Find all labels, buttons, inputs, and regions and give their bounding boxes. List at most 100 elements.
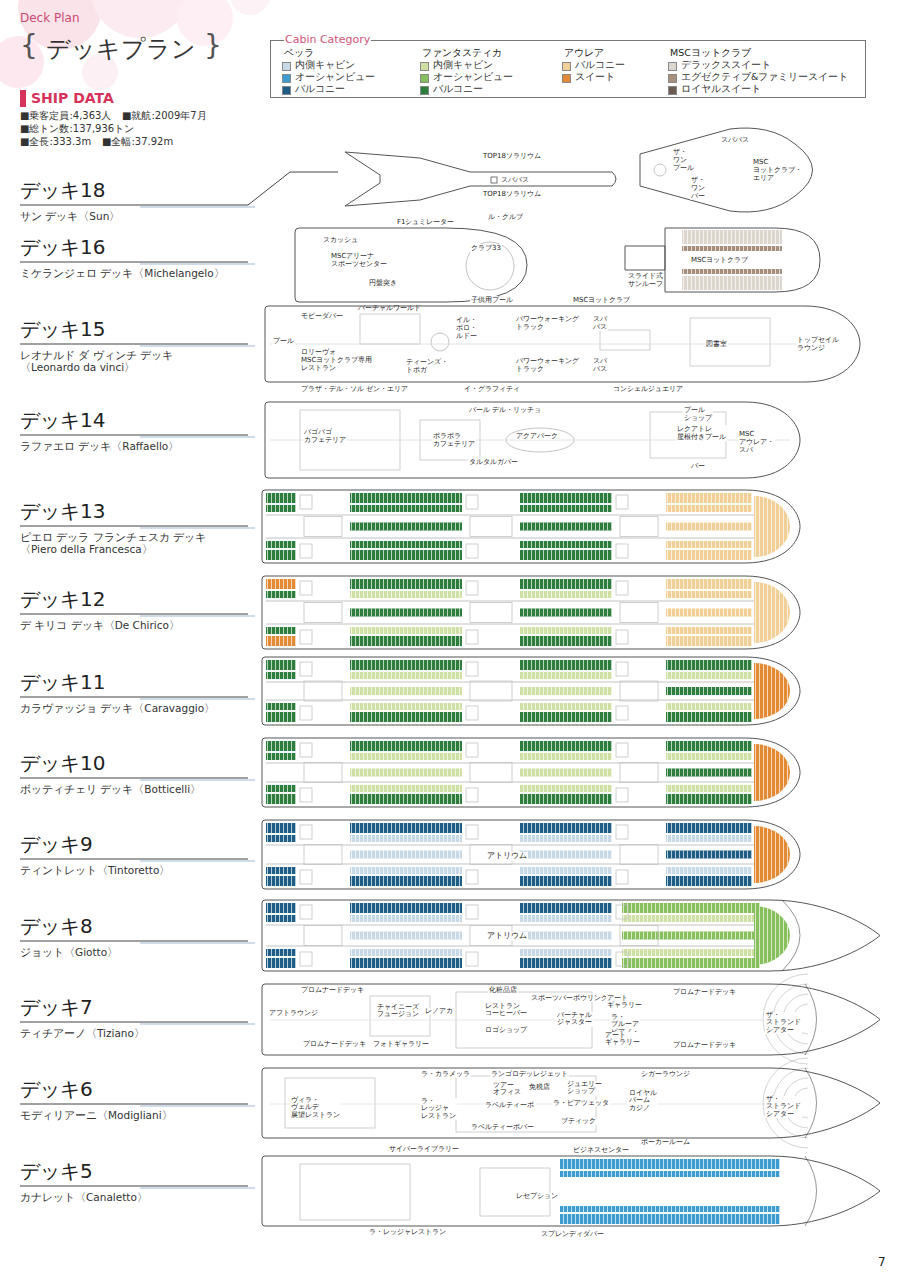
- cabin-block: [520, 794, 612, 804]
- room-outline: [304, 603, 342, 623]
- room-label: ロゴショップ: [484, 1027, 528, 1034]
- cabin-block: [350, 703, 462, 710]
- plan-line: [140, 528, 255, 529]
- cabin-block: [520, 636, 612, 646]
- cabin-divider: [266, 835, 296, 842]
- cabin-divider: [350, 550, 462, 560]
- cabin-block: [666, 591, 752, 598]
- cabin-divider: [350, 932, 462, 940]
- legend-text: バルコニー: [575, 60, 625, 71]
- plan-line: [20, 1104, 248, 1105]
- cabin-divider: [666, 769, 752, 777]
- cabin-block: [266, 636, 296, 646]
- cabin-block: [266, 591, 296, 598]
- room-label: プール ショップ: [683, 406, 713, 422]
- ship-art: [805, 984, 817, 1055]
- room-label: ザ・ストランド シアター: [765, 1012, 802, 1034]
- room-label: レノアカ: [424, 1008, 454, 1015]
- deck-name: カラヴァッジョ デッキ〈Caravaggio〉: [20, 702, 215, 714]
- deck-name: サン デッキ〈Sun〉: [20, 210, 120, 222]
- deck-name: レオナルド ダ ヴィンチ デッキ 〈Leonardo da vinci〉: [20, 349, 220, 373]
- cabin-divider: [754, 582, 790, 643]
- cabin-divider: [666, 712, 752, 722]
- legend-swatch: [668, 74, 677, 83]
- room-label: F1シュミレーター: [396, 218, 455, 226]
- deck-outline: [262, 490, 800, 563]
- cabin-block: [350, 851, 462, 859]
- cabin-block: [266, 903, 296, 913]
- cabin-block: [350, 550, 462, 560]
- room-outline: [620, 926, 658, 946]
- cabin-block: [266, 785, 296, 792]
- room-outline: [466, 905, 478, 919]
- deck-plan: スパバスザ・ワン プールMSC ヨットクラブ・ エリアザ・ワン バー: [630, 124, 830, 216]
- cabin-block: [666, 769, 752, 777]
- room-label: レストラン コーヒーバー: [484, 1003, 528, 1018]
- cabin-block: [560, 1214, 780, 1224]
- cabin-divider: [350, 609, 462, 617]
- plan-line: [266, 624, 760, 625]
- room-label: アート ギャラリー: [606, 995, 643, 1010]
- cabin-block: [266, 541, 296, 548]
- deck-name: ティントレット〈Tintoretto〉: [20, 864, 170, 876]
- room-label: ロイヤル パーム カジノ: [628, 1090, 658, 1112]
- cabin-block: [666, 627, 752, 634]
- hull-outline: [262, 820, 800, 889]
- cabin-divider: [350, 579, 462, 589]
- hull-outline: [265, 306, 860, 382]
- cabin-block: [754, 496, 790, 557]
- room-outline: [466, 743, 478, 757]
- cabin-block: [350, 609, 462, 617]
- room-outline: [300, 788, 312, 802]
- cabin-block: [666, 741, 752, 751]
- cabin-divider: [350, 794, 462, 804]
- page-title: デッキプラン: [46, 36, 196, 64]
- cabin-block: [350, 687, 462, 695]
- room-label: プロムナードデッキ: [300, 987, 365, 994]
- deck-name: ジョット〈Giotto〉: [20, 946, 118, 958]
- cabin-divider: [666, 703, 752, 710]
- room-label: レセプション: [515, 1193, 559, 1200]
- cabin-block: [350, 949, 462, 956]
- category-heading: ファンタスティカ: [421, 48, 503, 59]
- room-outline: [480, 1168, 550, 1216]
- hull-outline: [265, 402, 800, 478]
- cabin-divider: [666, 672, 752, 679]
- plan-line: [140, 264, 255, 265]
- cabin-divider: [266, 541, 296, 548]
- cabin-divider: [622, 932, 760, 940]
- room-outline: [620, 763, 658, 783]
- cabin-divider: [520, 741, 612, 751]
- room-outline: [300, 544, 312, 558]
- room-label: コンシェルジュエリア: [612, 385, 684, 393]
- cabin-divider: [666, 579, 752, 589]
- room-outline: [470, 517, 512, 537]
- plan-line: [140, 780, 255, 781]
- cabin-block: [350, 794, 462, 804]
- cabin-block: [666, 703, 752, 710]
- deck-name: ピエロ デッラ フランチェスカ デッキ 〈Piero della Frances…: [20, 531, 220, 555]
- room-outline: [304, 926, 342, 946]
- room-outline: [466, 581, 478, 595]
- room-outline: [616, 825, 628, 839]
- cabin-block: [520, 493, 612, 503]
- room-label: フォトギャラリー: [372, 1041, 430, 1048]
- plan-line: [266, 682, 760, 683]
- room-outline: [690, 318, 770, 366]
- room-label: プール: [272, 337, 295, 345]
- cabin-divider: [666, 609, 752, 617]
- cabin-block: [666, 823, 752, 833]
- sakura-decor: [230, 0, 270, 15]
- cabin-divider: [520, 627, 612, 634]
- cabin-block: [350, 769, 462, 777]
- pool-outline: [654, 164, 666, 176]
- room-outline: [600, 330, 650, 350]
- room-label: イル・ボロ・ ルドー: [455, 316, 478, 340]
- cabin-divider: [520, 550, 612, 560]
- cabin-block: [520, 579, 612, 589]
- room-label: ツアー オフィス: [492, 1082, 522, 1097]
- cabin-divider: [266, 550, 296, 560]
- cabin-divider: [350, 958, 462, 968]
- room-outline: [616, 630, 628, 644]
- cabin-divider: [350, 949, 462, 956]
